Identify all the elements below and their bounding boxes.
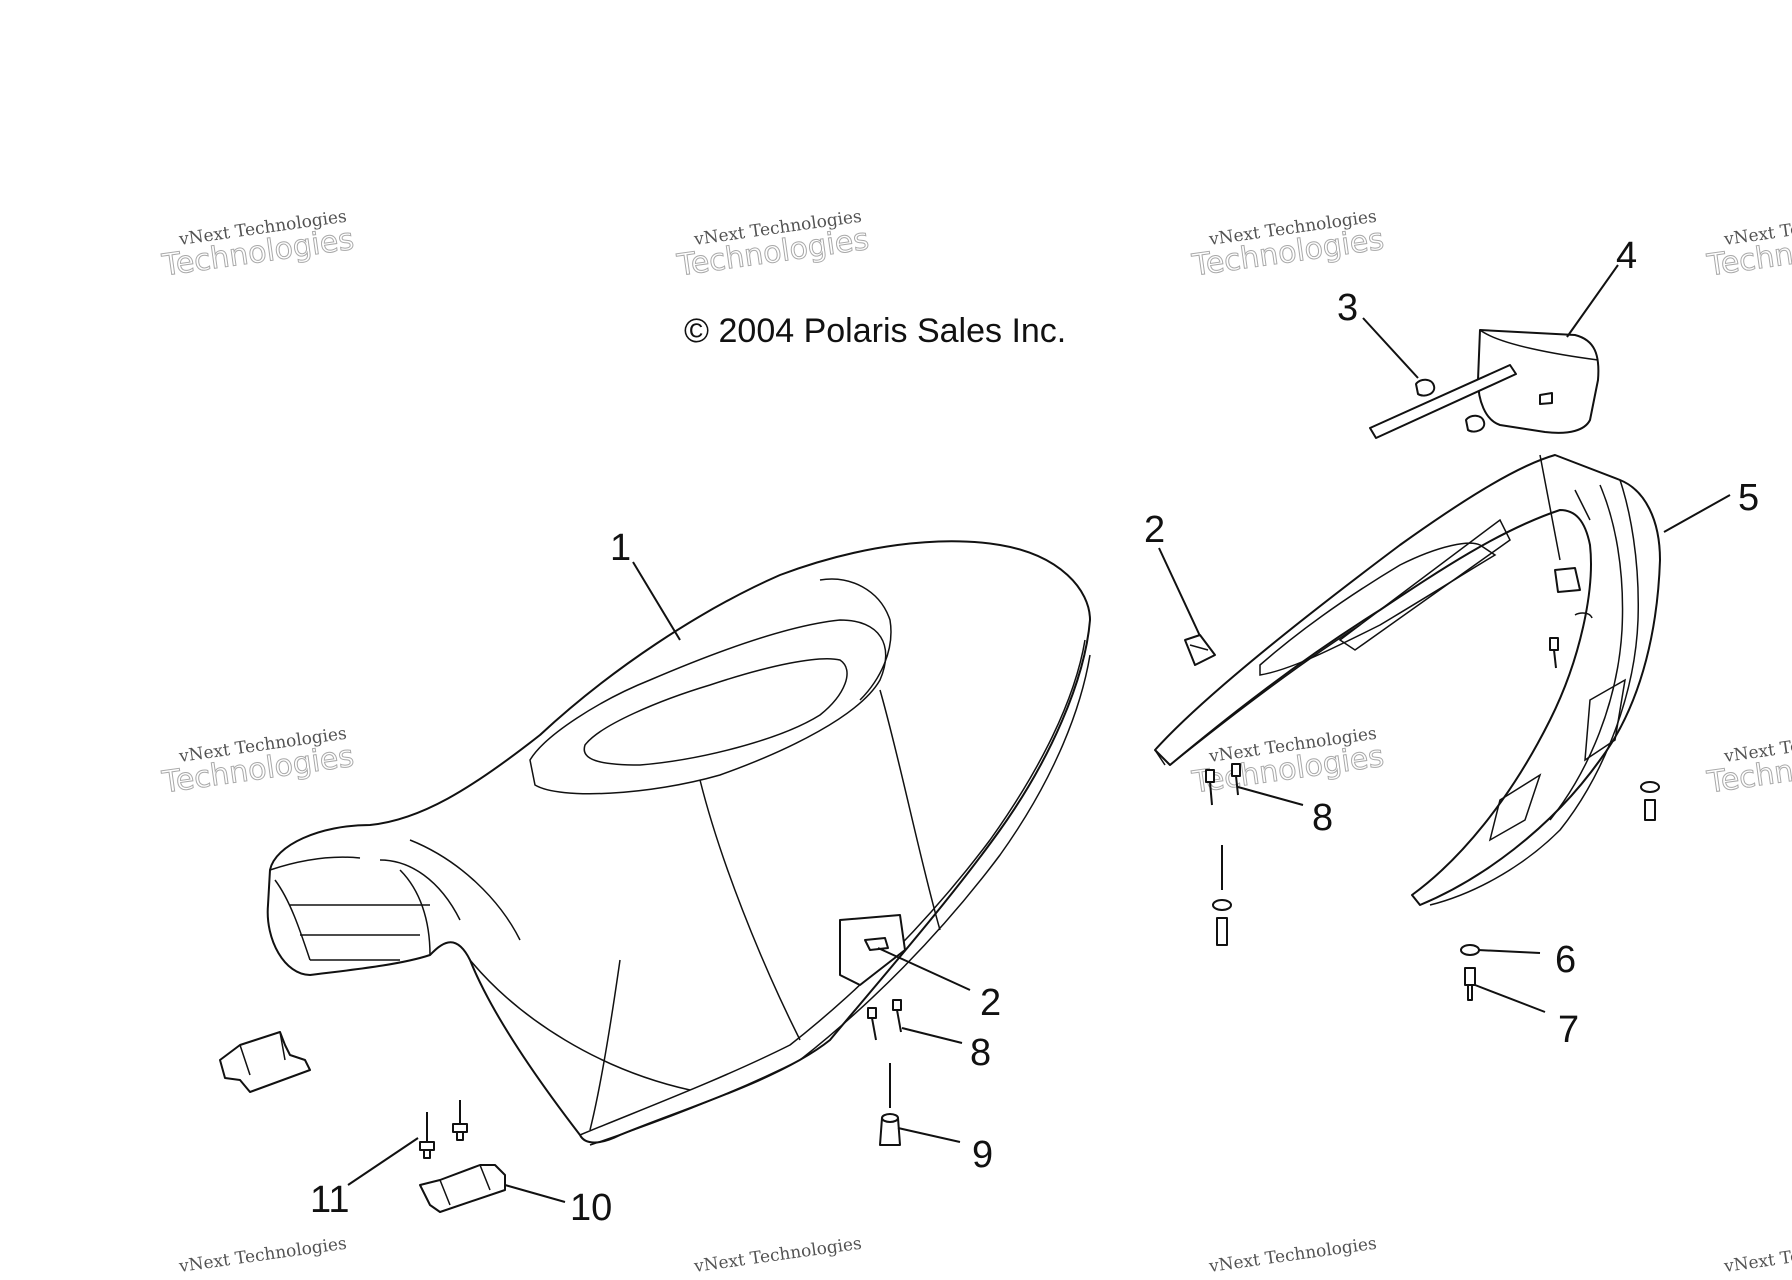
clip-part	[1184, 634, 1216, 666]
bracket-part	[219, 1031, 506, 1213]
callout-2-clip: 2	[1144, 509, 1165, 551]
callout-4: 4	[1616, 235, 1637, 277]
callout-3: 3	[1337, 287, 1358, 329]
callout-labels: 1 2 2 3 4 5 6 7 8 8 9 10 11	[310, 235, 1759, 1229]
watermark: vNext Technologies	[1722, 1234, 1792, 1277]
bolt-part	[1464, 967, 1476, 1001]
watermark-line1: vNext Technologies	[1722, 1234, 1792, 1277]
watermark: vNext Technologies Technologies	[1704, 724, 1792, 801]
watermark: vNext Technologies Technologies	[674, 207, 872, 284]
callout-7: 7	[1558, 1009, 1579, 1051]
watermark: vNext Technologies Technologies	[1704, 207, 1792, 284]
callout-1: 1	[610, 527, 631, 569]
watermark-line1: vNext Technologies	[1207, 1234, 1378, 1277]
fasteners	[419, 637, 1660, 1159]
seat-part	[266, 540, 1091, 1146]
grab-handle-part	[1369, 329, 1600, 439]
callout-2-seat: 2	[980, 982, 1001, 1024]
copyright-notice: © 2004 Polaris Sales Inc.	[684, 312, 1066, 350]
callout-5: 5	[1738, 477, 1759, 519]
watermark: vNext Technologies Technologies	[159, 724, 357, 801]
watermark: vNext Technologies	[1207, 1234, 1378, 1277]
watermark: vNext Technologies Technologies	[1189, 724, 1387, 801]
callout-11: 11	[310, 1179, 349, 1221]
watermark-line1: vNext Technologies	[692, 1234, 863, 1277]
callout-8-seat: 8	[970, 1032, 991, 1074]
watermark-line1: vNext Technologies	[177, 1234, 348, 1277]
washer-part	[1460, 944, 1480, 956]
callout-10: 10	[570, 1187, 612, 1229]
callout-9: 9	[972, 1134, 993, 1176]
callout-8-right: 8	[1312, 797, 1333, 839]
rear-bumper-part	[1154, 454, 1661, 906]
watermark: vNext Technologies Technologies	[159, 207, 357, 284]
watermark: vNext Technologies Technologies	[1189, 207, 1387, 284]
leader-lines	[347, 264, 1731, 1203]
watermark: vNext Technologies	[177, 1234, 348, 1277]
callout-6: 6	[1555, 939, 1576, 981]
watermark: vNext Technologies	[692, 1234, 863, 1277]
